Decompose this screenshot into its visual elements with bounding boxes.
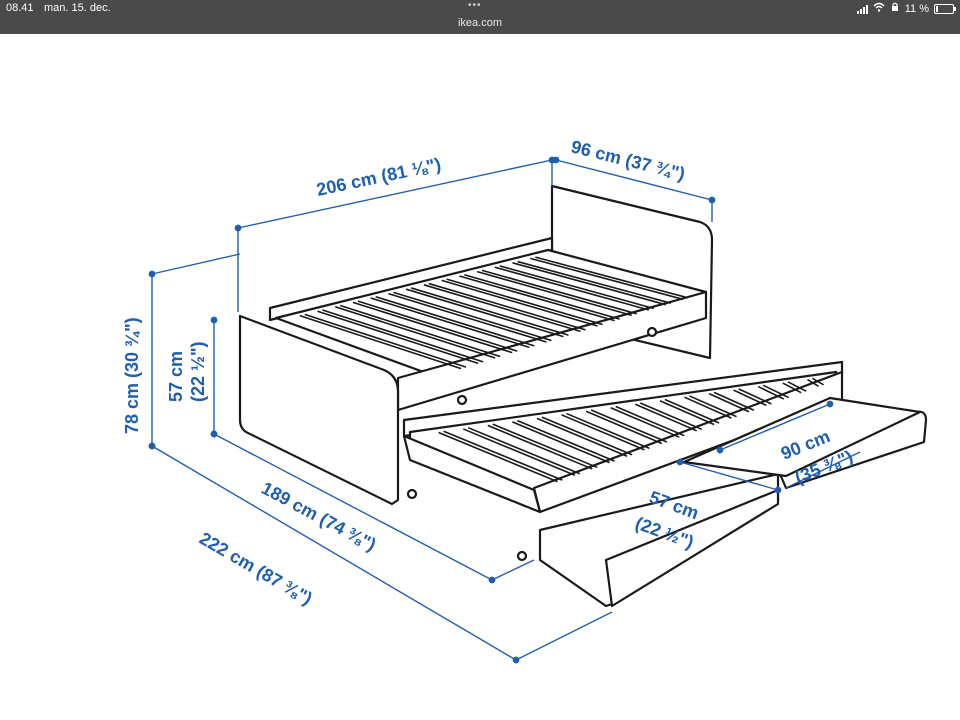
address-url[interactable]: ikea.com <box>457 17 503 29</box>
slat-edge <box>517 260 672 304</box>
slat-edge <box>352 301 513 354</box>
dim-line-96 <box>552 156 716 204</box>
slat-edge <box>464 273 620 320</box>
dim-line-206 <box>234 156 556 232</box>
dim-label-78: 78 cm (30 ¾") <box>122 317 142 434</box>
battery-icon <box>934 3 956 14</box>
slat-edge <box>566 412 650 450</box>
drawer-left-front <box>604 488 780 608</box>
slat-edge <box>590 409 668 443</box>
slat-edge <box>375 295 535 347</box>
slat-edge <box>339 304 501 358</box>
slat-edge <box>762 384 790 399</box>
wheel-back <box>516 550 528 562</box>
slat-edge <box>299 314 462 370</box>
slat-edge <box>428 282 586 331</box>
dim-label-96: 96 cm (37 ¾") <box>569 136 687 184</box>
slat-edge <box>659 399 715 426</box>
slat-edge <box>610 407 680 438</box>
knob-2 <box>646 326 658 338</box>
slat-edge <box>585 410 663 445</box>
top-slats <box>299 256 689 370</box>
slat-edge <box>334 306 496 359</box>
slat-edge <box>446 278 603 326</box>
slat-edge <box>393 291 552 342</box>
cellular-signal-icon <box>856 4 868 14</box>
slat-edge <box>664 398 720 424</box>
slat-edge <box>481 269 637 315</box>
slat-edge <box>757 385 785 400</box>
slat-edge <box>541 416 633 456</box>
slat-edge <box>787 381 807 392</box>
daybed-illustration <box>238 184 928 608</box>
slat-edge <box>317 310 479 365</box>
slat-edge <box>410 287 569 336</box>
slat-edge <box>535 256 689 299</box>
status-indicators: 11 % <box>856 2 956 15</box>
slat-edge <box>423 284 581 333</box>
slat-edge <box>517 419 615 462</box>
dim-line-222 <box>148 442 520 664</box>
slat-edge <box>536 417 628 457</box>
dim-line-90 <box>785 451 861 489</box>
dim-label-222: 222 cm (87 ⅜") <box>196 528 316 609</box>
slat-edge <box>499 265 655 310</box>
slat-edge <box>370 297 530 349</box>
knob-1 <box>456 394 468 406</box>
slat-edge <box>634 403 698 432</box>
daybed-dimension-diagram: 206 cm (81 ⅛") 96 cm (37 ¾") 78 cm (30 ¾… <box>122 136 928 664</box>
wifi-icon <box>873 2 885 15</box>
slat-edge <box>405 288 564 338</box>
status-bar: 08.41 man. 15. dec. ••• ikea.com 11 % <box>0 0 960 34</box>
multitask-dots-icon[interactable]: ••• <box>468 0 482 11</box>
dimension-drawing-page: 206 cm (81 ⅛") 96 cm (37 ¾") 78 cm (30 ¾… <box>0 34 960 720</box>
status-time: 08.41 <box>6 2 34 14</box>
dim-line-57-drawer <box>676 458 782 494</box>
slat-edge <box>322 309 484 363</box>
battery-percent: 11 % <box>904 2 929 15</box>
slat-edge <box>639 402 703 431</box>
dim-label-206: 206 cm (81 ⅛") <box>315 154 443 200</box>
slat-edge <box>459 275 615 322</box>
slat-edge <box>487 424 593 470</box>
slat-edge <box>441 279 598 327</box>
dim-label-57-in: (22 ½") <box>188 341 208 402</box>
slat-edge <box>530 257 684 301</box>
slat-edge <box>357 300 518 352</box>
slat-edge <box>561 414 645 451</box>
status-date: man. 15. dec. <box>44 2 111 14</box>
dim-label-57-cm: 57 cm <box>166 351 186 402</box>
slat-edge <box>782 382 802 394</box>
slat-edge <box>494 266 650 311</box>
slat-edge <box>806 378 820 388</box>
slat-edge <box>476 270 632 317</box>
slat-edge <box>812 377 824 386</box>
wheel-front <box>406 488 418 500</box>
slat-edge <box>304 313 467 368</box>
slat-edge <box>492 423 598 469</box>
slat-edge <box>512 421 610 464</box>
slat-edge <box>512 262 667 306</box>
slat-edge <box>615 405 685 437</box>
dimension-lines <box>148 156 861 664</box>
slat-edge <box>388 292 547 343</box>
orientation-lock-icon <box>890 2 900 15</box>
